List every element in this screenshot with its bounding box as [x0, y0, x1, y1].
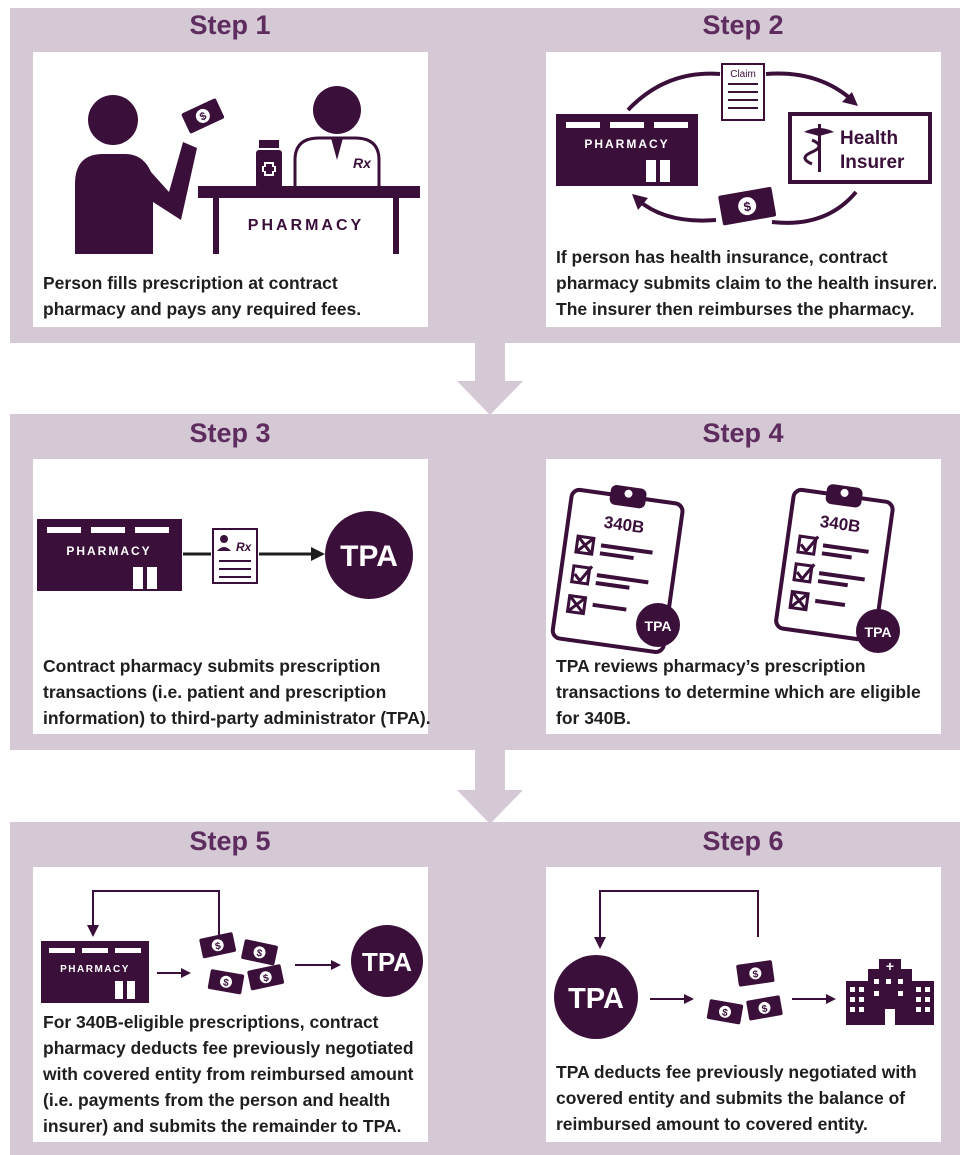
- money-icon: $ $ $: [706, 960, 783, 1025]
- svg-text:TPA: TPA: [568, 983, 624, 1015]
- svg-text:+: +: [886, 958, 894, 974]
- right-arrow-icon: [426, 162, 548, 214]
- claim-document-icon: Claim: [721, 63, 765, 121]
- pharmacy-sign: PHARMACY: [248, 217, 364, 234]
- right-arrow-icon: [426, 982, 548, 1034]
- tpa-badge-icon: TPA: [856, 609, 900, 653]
- step-2-caption: If person has health insurance, contract…: [556, 247, 938, 319]
- health-insurer-icon: Health Insurer: [788, 112, 932, 184]
- arrow-icon: [183, 547, 325, 561]
- right-arrow-icon: [426, 572, 548, 624]
- svg-text:$: $: [761, 1003, 769, 1015]
- step-1-panel: $ Rx PHARMACY Person fills prescription …: [33, 52, 428, 327]
- svg-text:$: $: [214, 941, 222, 953]
- arrow-icon: [650, 994, 694, 1004]
- svg-text:TPA: TPA: [865, 624, 892, 640]
- arrow-icon: [157, 968, 191, 978]
- svg-text:TPA: TPA: [645, 618, 672, 634]
- step-6-caption: TPA deducts fee previously negotiated wi…: [556, 1062, 917, 1134]
- step-2-panel: PHARMACY Health Insurer Claim: [546, 52, 941, 327]
- return-arrow-icon: [594, 890, 759, 949]
- money-icon: $: [718, 186, 777, 226]
- arrow-icon: [295, 960, 341, 970]
- tpa-badge-icon: TPA: [325, 511, 413, 599]
- hospital-icon: +: [846, 958, 934, 1025]
- svg-text:$: $: [255, 948, 263, 960]
- step-title: Step 6: [702, 826, 784, 856]
- svg-text:$: $: [222, 977, 230, 989]
- tpa-badge-icon: TPA: [636, 603, 680, 647]
- rx-symbol: Rx: [353, 155, 372, 171]
- svg-text:Health: Health: [840, 128, 898, 149]
- step-1-caption: Person fills prescription at contract ph…: [43, 273, 362, 319]
- money-icon: $ $ $ $: [199, 932, 285, 995]
- step-title: Step 5: [189, 826, 271, 856]
- svg-text:Insurer: Insurer: [840, 152, 905, 173]
- step-5-caption: For 340B-eligible prescriptions, contrac…: [43, 1012, 414, 1136]
- pharmacy-sign: PHARMACY: [584, 137, 669, 151]
- person-icon: [75, 95, 197, 254]
- arrow-icon: [792, 994, 836, 1004]
- step-6-panel: TPA $ $ $ +: [546, 867, 941, 1142]
- return-arrow-icon: [87, 890, 220, 937]
- caduceus-icon: [803, 124, 834, 172]
- dollar-sign: $: [198, 110, 209, 123]
- svg-text:$: $: [262, 973, 270, 985]
- step-title: Step 3: [189, 418, 271, 448]
- pharmacist-icon: Rx: [293, 86, 381, 190]
- clipboard-icon: 340B: [774, 484, 895, 643]
- step-title: Step 1: [189, 10, 271, 40]
- step-3-caption: Contract pharmacy submits prescription t…: [43, 656, 431, 728]
- pharmacy-counter-icon: PHARMACY: [198, 186, 420, 254]
- step-title: Step 2: [702, 10, 784, 40]
- dollar-sign: $: [742, 198, 752, 214]
- tpa-badge-icon: TPA: [554, 955, 638, 1039]
- svg-text:Claim: Claim: [730, 69, 756, 80]
- pharmacy-sign: PHARMACY: [60, 964, 130, 975]
- tpa-badge-icon: TPA: [351, 925, 423, 997]
- money-icon: $: [181, 98, 225, 134]
- step-title: Step 4: [702, 418, 784, 448]
- pharmacy-storefront-icon: PHARMACY: [41, 941, 149, 1003]
- pill-bottle-icon: [256, 140, 282, 188]
- down-arrow-icon: [457, 748, 523, 824]
- step-4-caption: TPA reviews pharmacy’s prescription tran…: [556, 656, 921, 728]
- pharmacy-storefront-icon: PHARMACY: [556, 114, 698, 186]
- svg-text:$: $: [752, 969, 759, 981]
- svg-text:TPA: TPA: [362, 947, 412, 977]
- cycle-arrow-icon: [626, 71, 858, 225]
- svg-text:TPA: TPA: [340, 540, 398, 573]
- step-3-panel: PHARMACY Rx TPA Contract pharmacy submit…: [33, 459, 431, 734]
- pharmacy-sign: PHARMACY: [66, 544, 151, 558]
- svg-text:Rx: Rx: [236, 540, 253, 554]
- step-5-panel: PHARMACY $ $ $ $ TPA For 340B-eligible p…: [33, 867, 428, 1142]
- step-4-panel: 340B TPA 340B: [546, 459, 941, 734]
- prescription-document-icon: Rx: [212, 528, 258, 584]
- down-arrow-icon: [457, 341, 523, 415]
- pharmacy-storefront-icon: PHARMACY: [37, 519, 182, 591]
- svg-text:$: $: [721, 1007, 729, 1019]
